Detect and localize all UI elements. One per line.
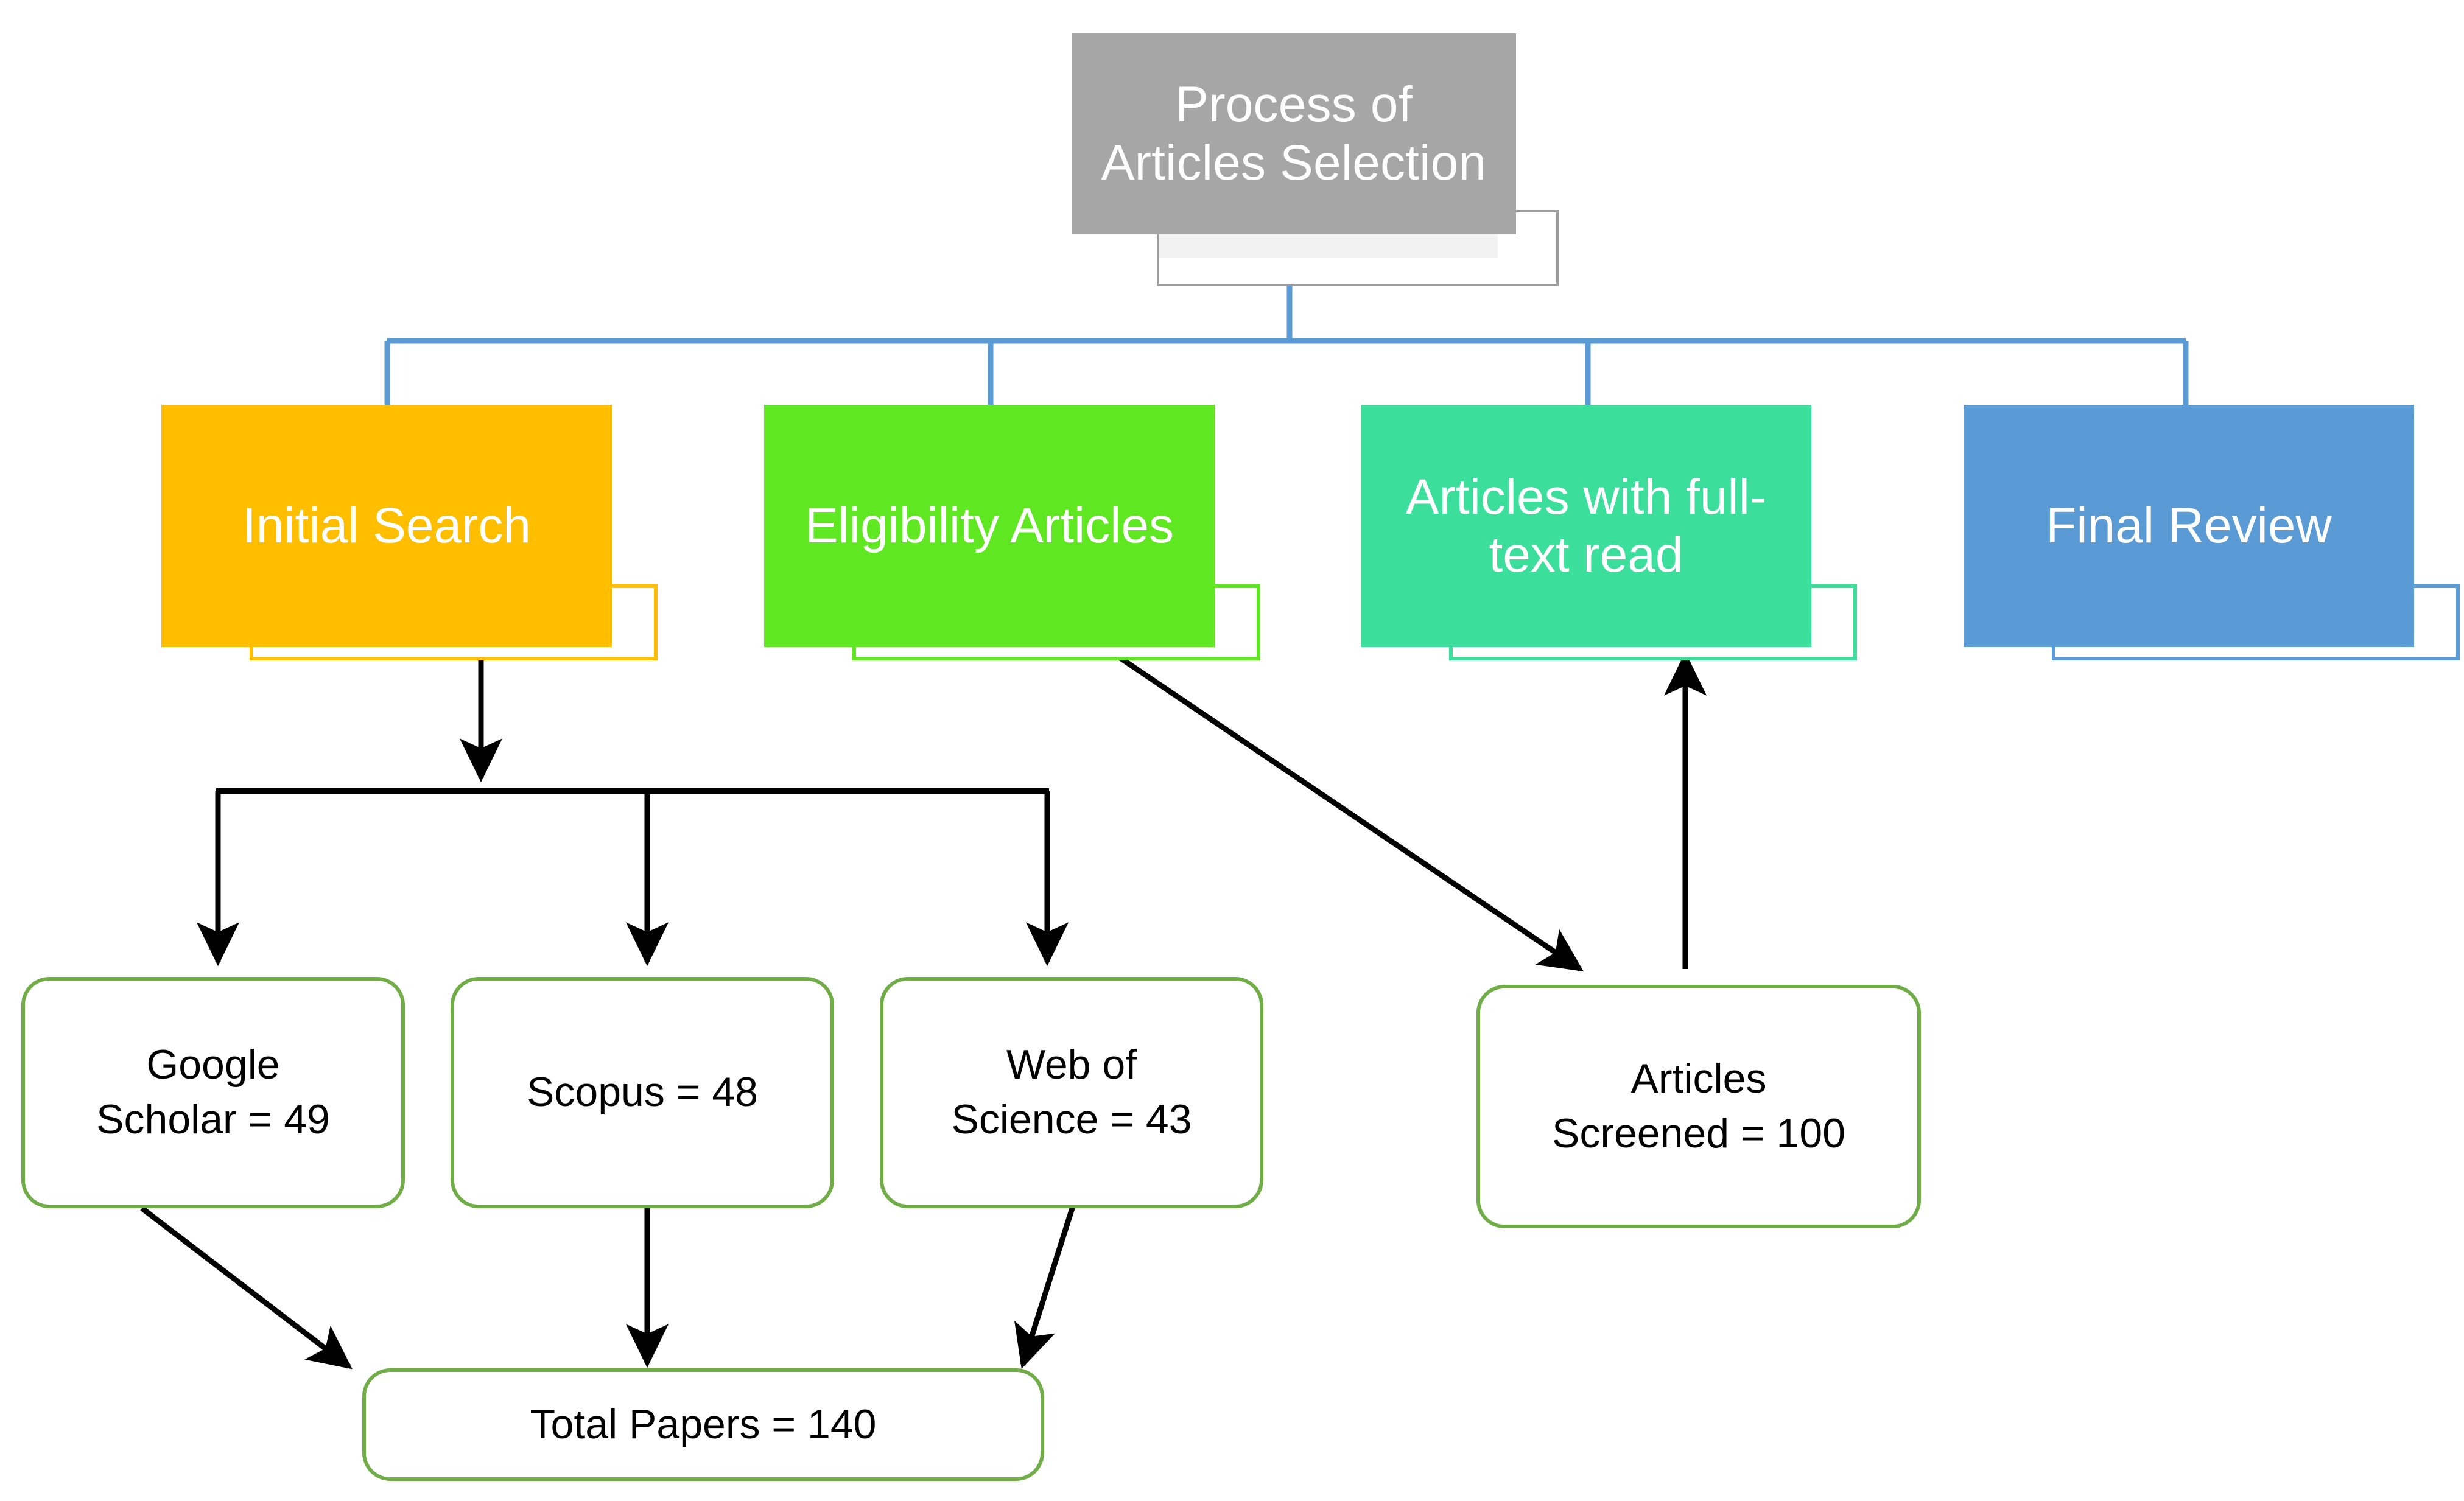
leaf-label-articles-screened: Articles Screened = 100	[1551, 1055, 1846, 1156]
leaf-node-articles-screened[interactable]: Articles Screened = 100	[1476, 985, 1921, 1228]
stage-node-initial-search[interactable]: Initial Search	[161, 405, 612, 647]
leaf-node-google-scholar[interactable]: Google Scholar = 49	[21, 977, 405, 1208]
leaf-node-scopus[interactable]: Scopus = 48	[451, 977, 834, 1208]
leaf-label-web-of-science: Web of Science = 43	[951, 1041, 1192, 1142]
databases-to-total-arrows	[140, 1205, 1076, 1370]
leaf-label-scopus: Scopus = 48	[527, 1069, 758, 1116]
leaf-node-total-papers[interactable]: Total Papers = 140	[362, 1368, 1044, 1481]
eligibility-to-screened-arrow	[1101, 644, 1584, 972]
header-connectors	[384, 286, 2189, 411]
stage-label-articles-full-text-read: Articles with full- text read	[1405, 469, 1767, 583]
leaf-label-total-papers: Total Papers = 140	[530, 1401, 877, 1447]
leaf-label-google-scholar: Google Scholar = 49	[96, 1041, 330, 1142]
stage-node-final-review[interactable]: Final Review	[1964, 405, 2414, 647]
stage-label-initial-search: Initial Search	[242, 498, 532, 554]
leaf-node-web-of-science[interactable]: Web of Science = 43	[880, 977, 1263, 1208]
stage-label-final-review: Final Review	[2046, 498, 2332, 554]
stage-label-eligibility-articles: Eligibility Articles	[804, 498, 1174, 554]
search-to-databases-arrows	[196, 653, 1069, 967]
header-node[interactable]: Process of Articles Selection	[1072, 33, 1516, 234]
stage-node-articles-full-text-read[interactable]: Articles with full- text read	[1361, 405, 1811, 647]
header-label: Process of Articles Selection	[1101, 77, 1487, 191]
stage-node-eligibility-articles[interactable]: Eligibility Articles	[764, 405, 1215, 647]
